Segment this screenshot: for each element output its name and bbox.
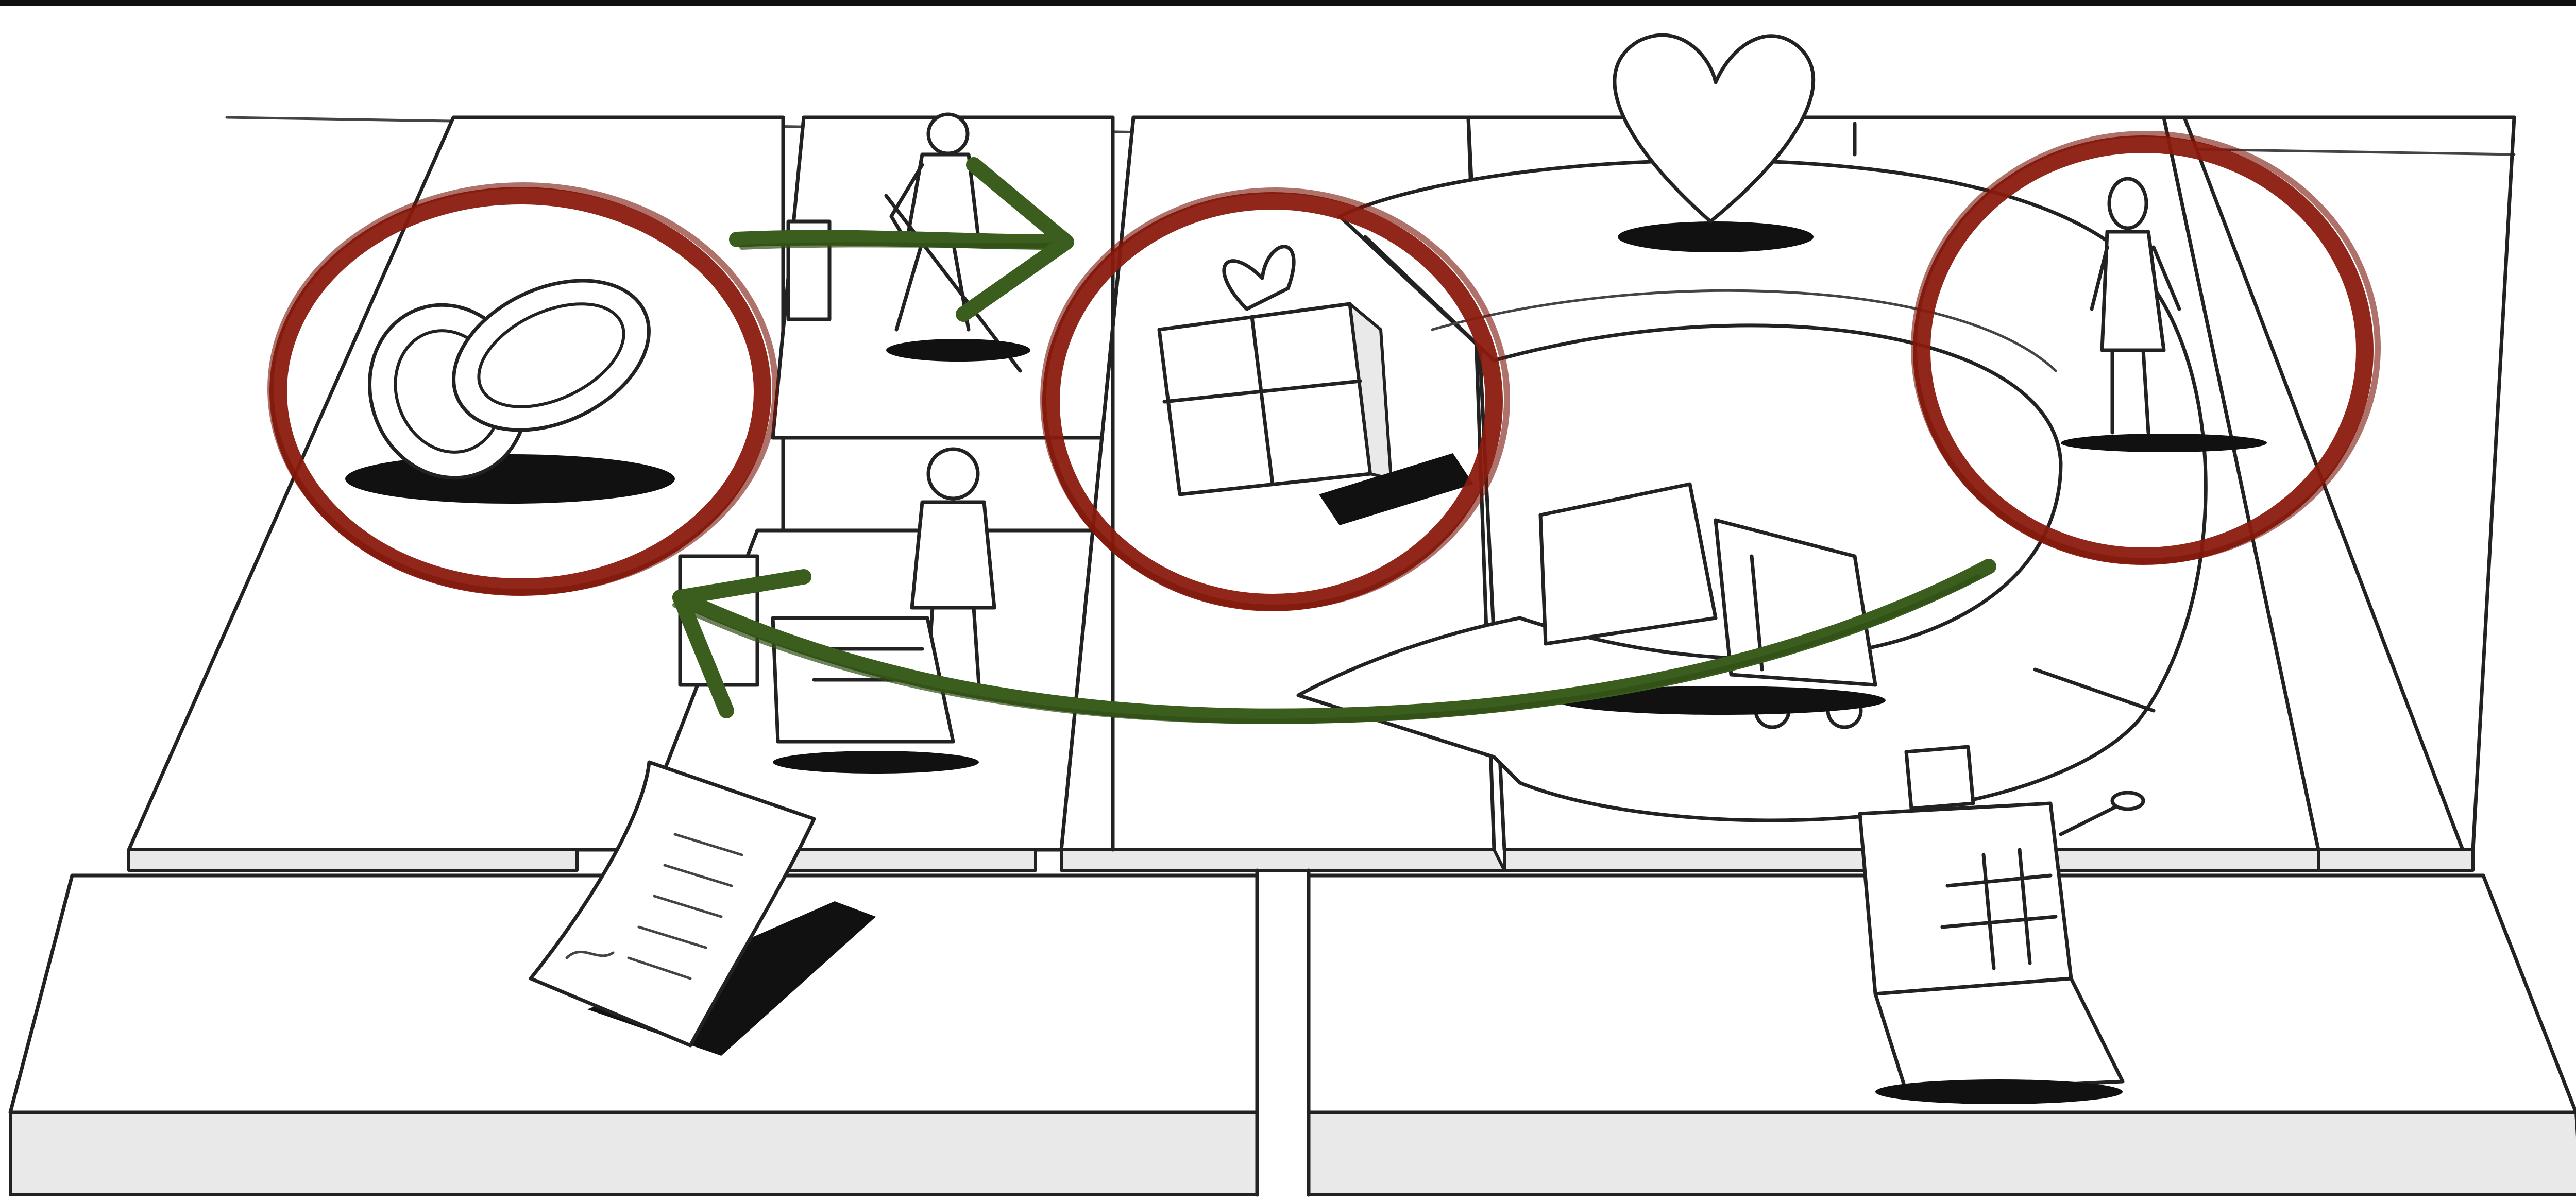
top-edge-band [0, 0, 2576, 6]
canvas-board [10, 117, 2576, 1195]
